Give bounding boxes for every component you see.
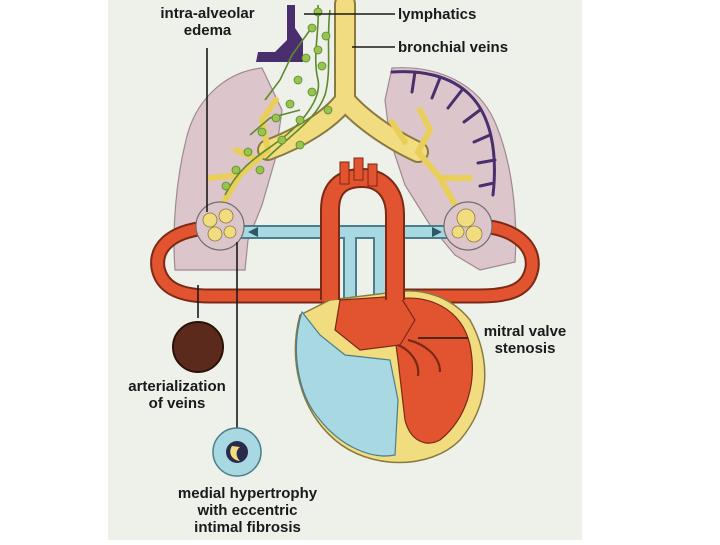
bronchial-tree [207,0,473,208]
lymphatic-network [224,4,331,196]
intra-alveolar-edema-label: intra-alveolar edema [140,5,275,39]
mitral-label-line-1: mitral valve [483,323,567,340]
lymphatics-label: lymphatics [398,6,477,23]
arterialization-label-line-2: of veins [148,395,206,412]
right-alveolus [443,201,493,251]
hypertrophy-label-line-2: with eccentric [197,502,298,519]
arterialization-label: arterialization of veins [112,378,242,412]
mitral-label-line-2: stenosis [494,340,556,357]
lymph-nodes [221,7,333,191]
bronchial-veins-label: bronchial veins [398,39,509,56]
left-ventricle [389,297,473,444]
right-heart [295,310,399,457]
right-lung-bronchial-veins [390,70,497,197]
hypertrophy-label-line-3: intimal fibrosis [194,519,301,536]
edema-label-line-2: edema [183,22,232,39]
hypertrophy-cross-section [212,427,262,477]
callout-lines [197,13,468,428]
bronchial-vein-stub [256,5,303,62]
left-alveolus [195,201,245,251]
arterialized-vein-cross-section [172,321,224,373]
edema-label-line-1: intra-alveolar [160,5,255,22]
arterialization-label-line-1: arterialization [128,378,226,395]
hypertrophy-label-line-1: medial hypertrophy [177,485,318,502]
aortic-branches [339,157,378,187]
mitral-valve [397,338,442,377]
mitral-valve-stenosis-label: mitral valve stenosis [470,323,580,357]
medial-hypertrophy-label: medial hypertrophy with eccentric intima… [155,485,340,536]
